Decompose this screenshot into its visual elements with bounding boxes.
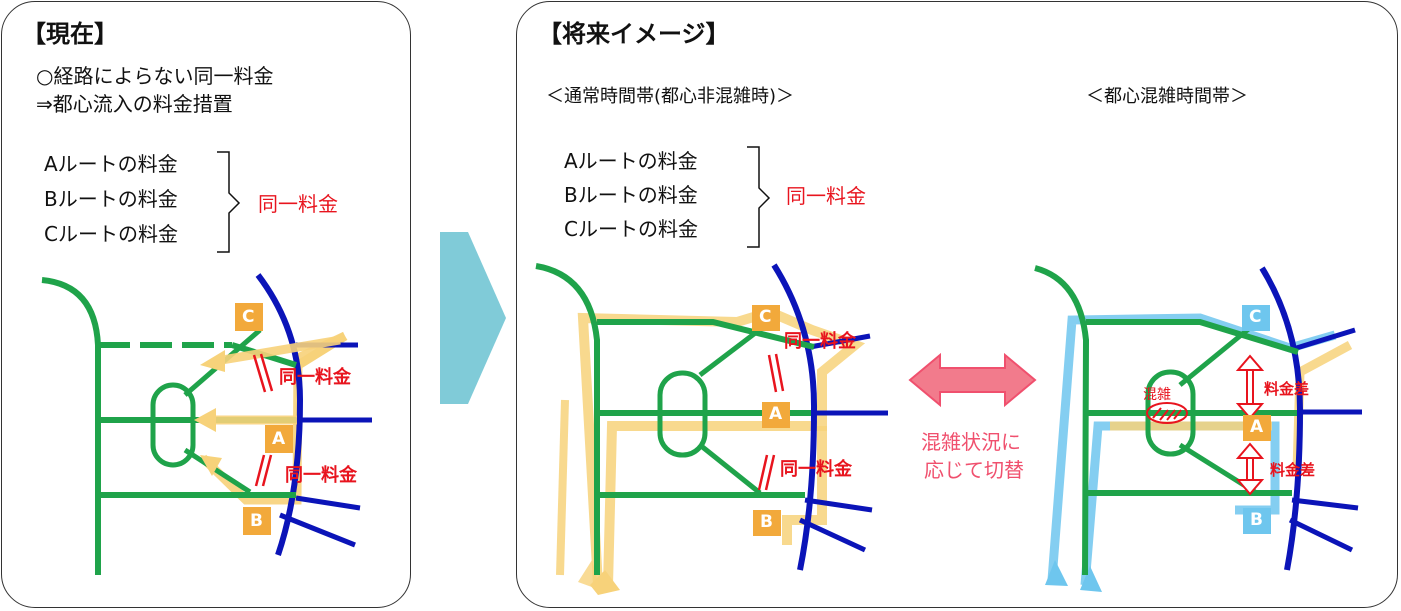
current-map-label-2: 同一料金 [285, 465, 357, 486]
switch-label-line-1: 混雑状況に [921, 430, 1021, 454]
current-brace [217, 151, 241, 253]
congested-box-c: C [1249, 307, 1262, 327]
current-map-label-1: 同一料金 [279, 367, 351, 388]
switch-double-arrow [908, 352, 1037, 408]
switch-label-line-2: 応じて切替 [924, 458, 1024, 482]
fee-diff-label-2: 料金差 [1270, 461, 1316, 479]
current-title: 【現在】 [22, 20, 118, 48]
future-title: 【将来イメージ】 [538, 20, 730, 48]
congested-box-a: A [1250, 417, 1264, 437]
current-map [41, 273, 372, 575]
current-box-c: C [242, 307, 255, 327]
future-same-fee: 同一料金 [786, 184, 866, 208]
future-map-label-2: 同一料金 [780, 459, 852, 480]
future-brace [747, 146, 771, 248]
fee-diff-label-1: 料金差 [1264, 380, 1310, 398]
future-congested-map [1034, 265, 1362, 592]
current-route-c: Cルートの料金 [44, 222, 178, 246]
current-same-fee: 同一料金 [258, 192, 338, 216]
current-route-a: Aルートの料金 [44, 152, 178, 176]
future-normal-heading: ＜通常時間帯(都心非混雑時)＞ [546, 86, 795, 107]
current-box-b: B [250, 511, 263, 531]
current-route-b: Bルートの料金 [44, 187, 178, 211]
current-bullet-1: ○経路によらない同一料金 [36, 64, 274, 88]
future-box-a: A [769, 404, 783, 424]
congestion-label: 混雑 [1143, 387, 1171, 403]
transition-arrow [440, 232, 506, 404]
future-route-b: Bルートの料金 [564, 183, 698, 207]
future-route-c: Cルートの料金 [564, 217, 698, 241]
current-bullet-2: ⇒都心流入の料金措置 [36, 92, 233, 116]
future-box-b: B [760, 512, 773, 532]
future-box-c: C [759, 307, 772, 327]
future-map-label-1: 同一料金 [784, 331, 856, 352]
future-normal-map [535, 263, 888, 595]
future-congested-heading: ＜都心混雑時間帯＞ [1086, 86, 1248, 107]
congested-box-b: B [1250, 510, 1263, 530]
future-route-a: Aルートの料金 [564, 149, 698, 173]
current-box-a: A [272, 429, 286, 449]
switch-label: 混雑状況に 応じて切替 [918, 428, 1024, 484]
current-route-list: Aルートの料金 Bルートの料金 Cルートの料金 [44, 147, 178, 252]
future-route-list: Aルートの料金 Bルートの料金 Cルートの料金 [564, 144, 698, 246]
